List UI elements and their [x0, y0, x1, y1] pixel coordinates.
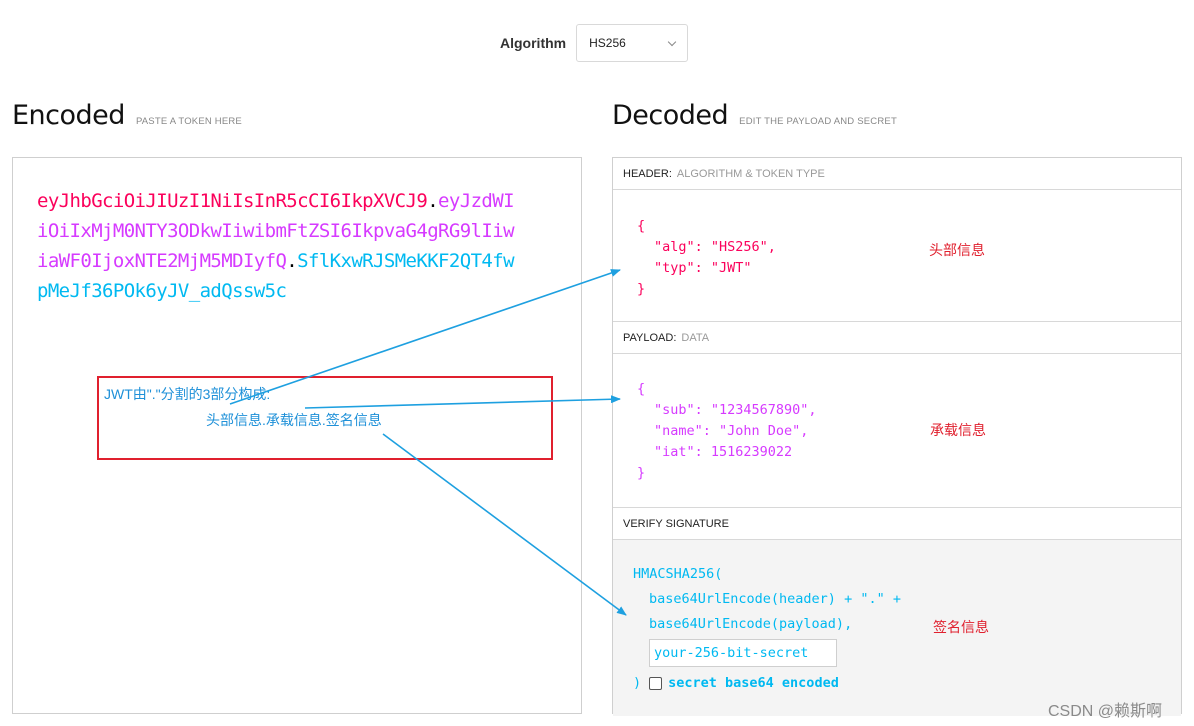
header-note: 头部信息	[929, 242, 985, 258]
encoded-subtitle: PASTE A TOKEN HERE	[135, 116, 242, 127]
annotation-line-2: 头部信息.承载信息.签名信息	[206, 412, 382, 428]
header-pane-label: HEADER:	[623, 167, 672, 180]
header-json-editor[interactable]: { "alg": "HS256", "typ": "JWT" }	[613, 190, 1181, 322]
watermark: CSDN @赖斯啊	[1048, 703, 1163, 720]
token-text[interactable]: eyJhbGciOiJIUzI1NiIsInR5cCI6IkpXVCJ9.eyJ…	[37, 186, 517, 306]
decoded-heading: Decoded EDIT THE PAYLOAD AND SECRET	[612, 100, 897, 131]
json-line: "iat": 1516239022	[654, 444, 793, 460]
decoded-subtitle: EDIT THE PAYLOAD AND SECRET	[739, 116, 897, 127]
json-line: {	[637, 218, 646, 234]
token-header-part: eyJhbGciOiJIUzI1NiIsInR5cCI6IkpXVCJ9	[37, 190, 428, 212]
payload-json-editor[interactable]: { "sub": "1234567890", "name": "John Doe…	[613, 354, 1181, 508]
token-dot: .	[286, 250, 298, 272]
chevron-down-icon	[667, 37, 677, 46]
payload-note: 承载信息	[930, 422, 986, 438]
json-line: "sub": "1234567890",	[654, 402, 817, 418]
signature-close-paren: )	[633, 675, 642, 691]
signature-header-line: base64UrlEncode(header) + "." +	[649, 591, 901, 607]
signature-pane-title: VERIFY SIGNATURE	[613, 508, 1181, 540]
header-pane-title: HEADER: ALGORITHM & TOKEN TYPE	[613, 158, 1181, 190]
algorithm-select[interactable]: HS256	[576, 24, 689, 62]
json-line: {	[637, 381, 646, 397]
json-line: "typ": "JWT"	[654, 260, 752, 276]
algorithm-selected-value: HS256	[589, 36, 626, 50]
signature-pane-label: VERIFY SIGNATURE	[623, 517, 729, 530]
payload-pane-title: PAYLOAD: DATA	[613, 322, 1181, 354]
base64-checkbox-label[interactable]: secret base64 encoded	[668, 675, 839, 691]
json-line: "name": "John Doe",	[654, 423, 809, 439]
signature-pane: HMACSHA256( base64UrlEncode(header) + ".…	[613, 540, 1181, 716]
base64-checkbox[interactable]	[649, 677, 663, 690]
json-line: "alg": "HS256",	[654, 239, 776, 255]
token-dot: .	[427, 190, 439, 212]
signature-close-row: ) secret base64 encoded	[633, 673, 1181, 694]
encoded-token-editor[interactable]: eyJhbGciOiJIUzI1NiIsInR5cCI6IkpXVCJ9.eyJ…	[12, 157, 582, 714]
secret-input[interactable]	[649, 639, 837, 667]
json-line: }	[637, 281, 646, 297]
payload-pane-label: PAYLOAD:	[623, 331, 677, 344]
signature-fn-line: HMACSHA256(	[633, 566, 723, 582]
payload-pane-sublabel: DATA	[681, 331, 710, 344]
signature-note: 签名信息	[933, 619, 989, 635]
decoded-title: Decoded	[612, 100, 729, 131]
algorithm-row: Algorithm HS256	[500, 24, 689, 62]
token-signature-part: SflKxwRJSMeKKF2QT4fwpMeJf36POk6yJV_adQss…	[37, 250, 515, 302]
encoded-title: Encoded	[12, 100, 125, 131]
annotation-line-1: JWT由"."分割的3部分构成:	[104, 386, 271, 402]
token-payload-part: eyJzdWIiOiIxMjM0NTY3ODkwIiwibmFtZSI6Ikpv…	[37, 190, 515, 272]
signature-payload-line: base64UrlEncode(payload),	[649, 616, 853, 632]
algorithm-label: Algorithm	[500, 35, 567, 51]
header-pane-sublabel: ALGORITHM & TOKEN TYPE	[676, 167, 825, 180]
json-line: }	[637, 465, 646, 481]
encoded-heading: Encoded PASTE A TOKEN HERE	[12, 100, 242, 131]
decoded-panel: HEADER: ALGORITHM & TOKEN TYPE { "alg": …	[612, 157, 1182, 716]
